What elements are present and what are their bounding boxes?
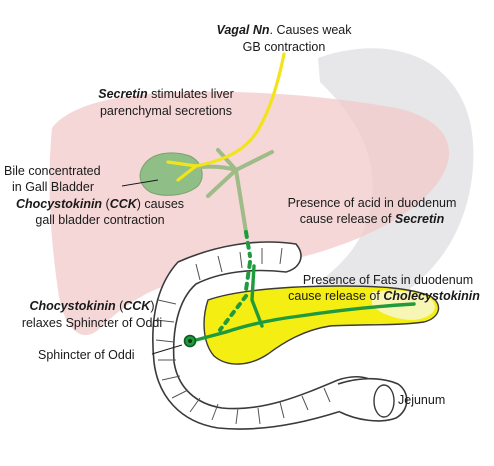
duodenum-folds (155, 247, 331, 425)
leader-lines (121, 179, 183, 355)
cck-gallbladder-label-line2: gall bladder contraction (35, 213, 164, 227)
acid-label: Presence of acid in duodenum (288, 196, 457, 210)
fats-label: Presence of Fats in duodenum (303, 273, 473, 287)
sphincter-label: Sphincter of Oddi (38, 348, 135, 362)
bile-ducts (190, 148, 274, 234)
bile-label: Bile concentrated (4, 164, 101, 178)
vagal-label: Vagal Nn. Causes weak (216, 23, 352, 37)
vagal-nerve (166, 52, 286, 182)
jejunum-tube (337, 377, 408, 422)
jejunum-opening (373, 384, 395, 418)
cck-oddi-label-line2: relaxes Sphincter of Oddi (22, 316, 162, 330)
liver-shape (49, 91, 450, 336)
cck-gallbladder-label: Chocystokinin (CCK) causes (16, 197, 184, 211)
duodenum-loop (152, 241, 385, 430)
secretin-liver-label-line2: parenchymal secretions (100, 104, 232, 118)
fats-label-line2: cause release of Cholecystokinin (288, 289, 480, 303)
vagal-label-line2: GB contraction (243, 40, 326, 54)
cck-oddi-label: Chocystokinin (CCK) (29, 299, 154, 313)
bile-label-line2: in Gall Bladder (12, 180, 94, 194)
pancreatic-duct (194, 264, 416, 342)
sphincter-core (188, 339, 192, 343)
acid-label-line2: cause release of Secretin (300, 212, 445, 226)
jejunum-label: Jejunum (398, 393, 445, 407)
common-bile-duct (218, 230, 252, 332)
gallbladder-shape (139, 152, 203, 196)
secretin-liver-label: Secretin stimulates liver (98, 87, 233, 101)
